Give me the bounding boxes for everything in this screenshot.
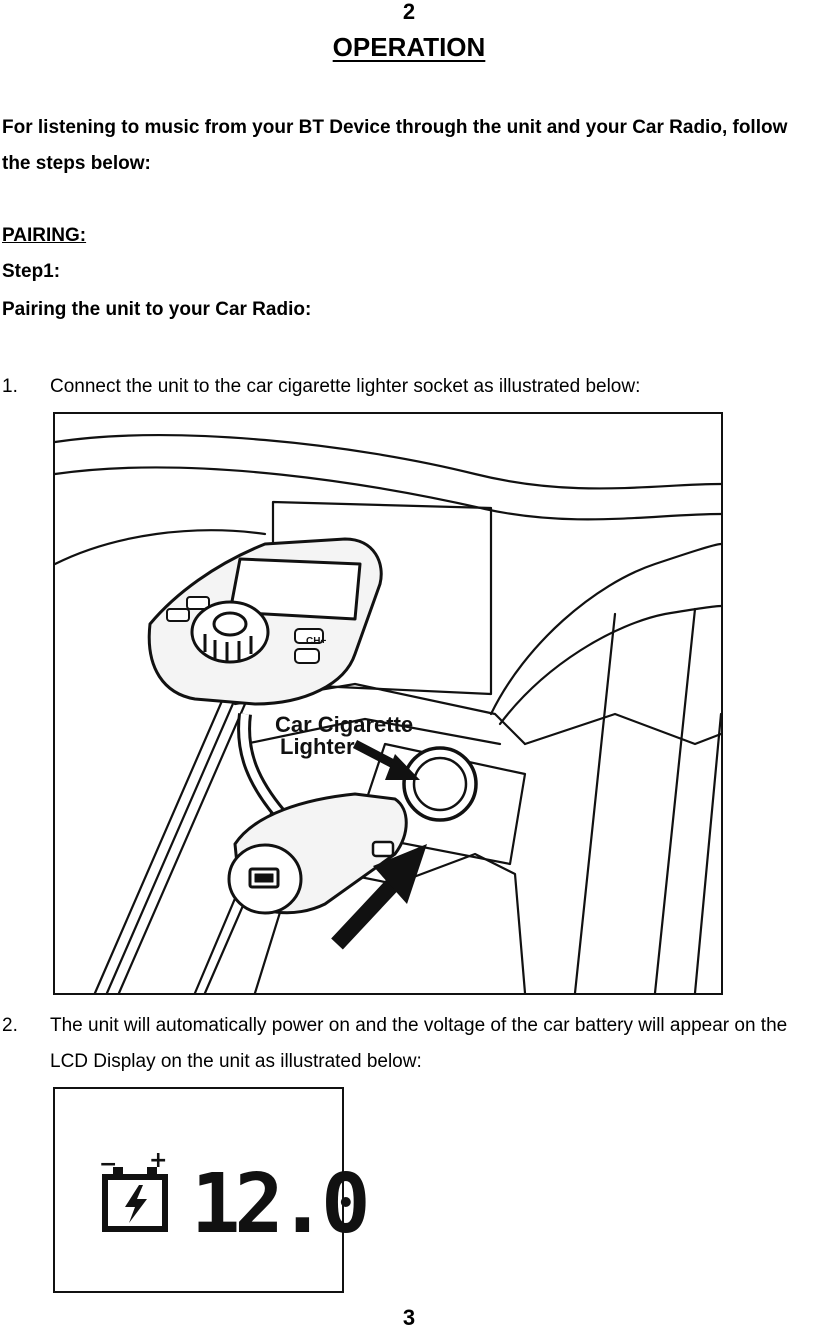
car-battery-icon	[102, 1167, 168, 1232]
section-title-text: OPERATION	[332, 32, 486, 62]
step1-subtitle: Pairing the unit to your Car Radio:	[2, 299, 312, 320]
dashboard-curve-line	[53, 434, 723, 490]
callout-label-line2: Lighter	[280, 734, 355, 759]
arrow-to-socket-icon	[352, 740, 420, 780]
ch-plus-button-label: CH+	[306, 636, 326, 647]
section-title: OPERATION	[0, 30, 818, 64]
list-item-number: 1.	[2, 376, 18, 397]
list-item-text: The unit will automatically power on and…	[50, 1015, 788, 1072]
step1-label: Step1:	[2, 261, 61, 282]
list-item-number: 2.	[2, 1015, 18, 1036]
dashboard-curve-line	[53, 466, 723, 521]
page-number-top: 2	[402, 0, 416, 24]
battery-minus-label: −	[99, 1152, 117, 1177]
figure-lcd-voltage-display: − + 12.0	[53, 1087, 372, 1293]
car-interior-drawing: CH+ Car Cigarette Lighter	[53, 434, 723, 995]
lightning-bolt-icon	[125, 1185, 147, 1223]
intro-paragraph: For listening to music from your BT Devi…	[2, 117, 788, 174]
fm-transmitter-device	[147, 537, 408, 915]
lcd-display-drawing: − + 12.0	[99, 1148, 372, 1252]
cigarette-lighter-socket	[402, 746, 478, 822]
pairing-heading: PAIRING:	[2, 225, 87, 246]
callout-label-line1: Car Cigarette	[275, 712, 413, 737]
voltage-reading: 12.0	[191, 1157, 366, 1252]
list-item-text: Connect the unit to the car cigarette li…	[50, 376, 641, 397]
page-number-bottom: 3	[402, 1305, 416, 1330]
battery-plus-label: +	[149, 1148, 167, 1173]
arrow-insert-plug-icon	[331, 844, 427, 950]
figure-car-lighter-illustration: CH+ Car Cigarette Lighter	[53, 412, 723, 995]
